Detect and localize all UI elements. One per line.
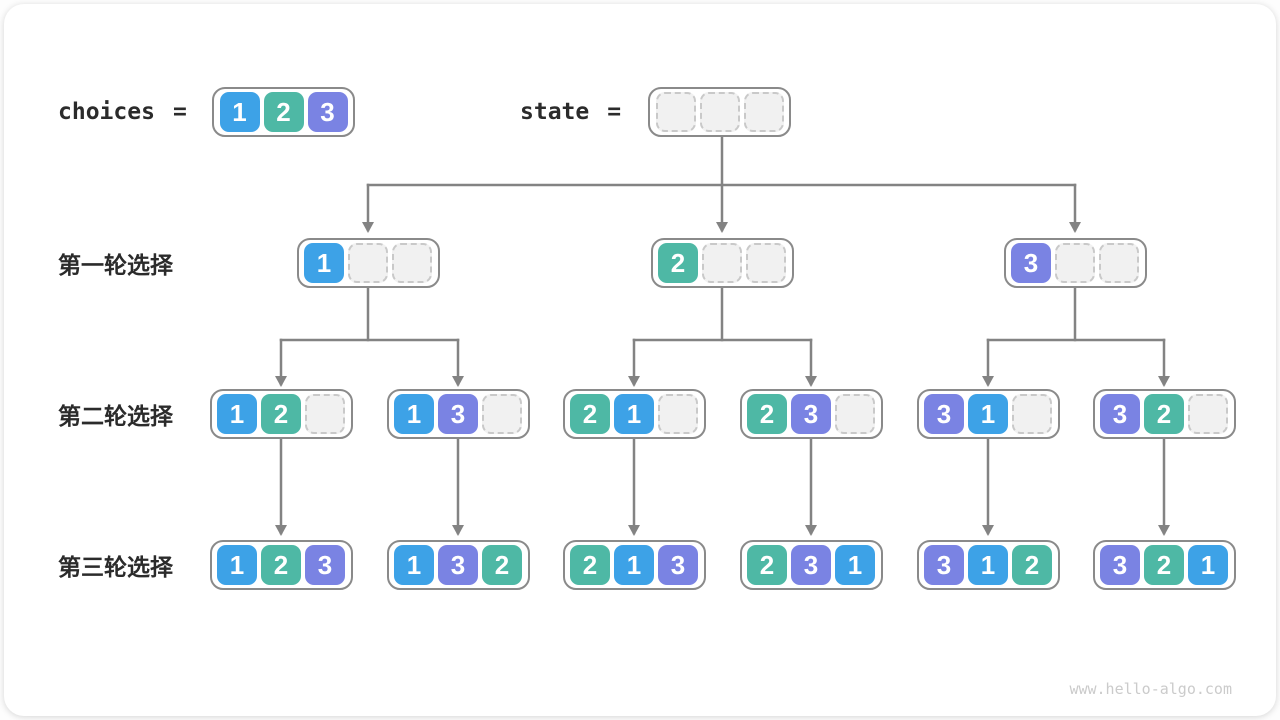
choice-cell: 2	[1012, 545, 1052, 585]
empty-cell	[835, 394, 875, 434]
choice-cell: 2	[747, 394, 787, 434]
choice-cell: 1	[394, 394, 434, 434]
choice-cell: 3	[305, 545, 345, 585]
round-1-label: 第一轮选择	[58, 252, 173, 278]
empty-cell	[699, 92, 740, 132]
choice-cell: 2	[1144, 394, 1184, 434]
choice-cell: 3	[438, 394, 478, 434]
state-array-slot	[648, 87, 791, 137]
state-node: 3	[1003, 238, 1147, 288]
empty-cell	[702, 243, 742, 283]
empty-cell	[1012, 394, 1052, 434]
empty-cell	[655, 92, 696, 132]
choice-cell: 1	[968, 545, 1008, 585]
choice-cell: 1	[835, 545, 875, 585]
empty-cell	[482, 394, 522, 434]
empty-cell	[305, 394, 345, 434]
choice-cell: 2	[261, 545, 301, 585]
choice-cell: 1	[614, 394, 654, 434]
watermark: www.hello-algo.com	[1069, 680, 1232, 698]
state-label: state	[520, 99, 590, 125]
choice-cell: 1	[219, 92, 260, 132]
choice-cell: 1	[614, 545, 654, 585]
choice-cell: 1	[304, 243, 344, 283]
choice-cell: 3	[307, 92, 348, 132]
choice-cell: 2	[570, 394, 610, 434]
choice-cell: 3	[1011, 243, 1051, 283]
choice-cell: 3	[438, 545, 478, 585]
choice-cell: 3	[924, 545, 964, 585]
choice-cell: 3	[791, 545, 831, 585]
choice-cell: 3	[924, 394, 964, 434]
state-array	[648, 87, 791, 137]
choice-cell: 2	[261, 394, 301, 434]
empty-cell	[1099, 243, 1139, 283]
empty-cell	[746, 243, 786, 283]
choice-cell: 3	[1100, 545, 1140, 585]
choice-cell: 2	[1144, 545, 1184, 585]
choice-cell: 2	[658, 243, 698, 283]
empty-cell	[743, 92, 784, 132]
empty-cell	[348, 243, 388, 283]
choice-cell: 1	[217, 394, 257, 434]
choice-cell: 1	[1188, 545, 1228, 585]
choice-cell: 3	[658, 545, 698, 585]
choice-cell: 3	[791, 394, 831, 434]
choice-cell: 1	[968, 394, 1008, 434]
empty-cell	[1055, 243, 1095, 283]
equals-sign: =	[607, 99, 622, 125]
state-legend: state =	[520, 87, 621, 137]
empty-cell	[1188, 394, 1228, 434]
round-3-label: 第三轮选择	[58, 554, 173, 580]
round-2-label: 第二轮选择	[58, 403, 173, 429]
choices-label: choices	[58, 99, 155, 125]
choice-cell: 2	[747, 545, 787, 585]
choices-legend: choices =	[58, 87, 187, 137]
choice-cell: 1	[394, 545, 434, 585]
choice-cell: 2	[263, 92, 304, 132]
empty-cell	[392, 243, 432, 283]
state-node: 1	[296, 238, 440, 288]
empty-cell	[658, 394, 698, 434]
state-node: 2	[650, 238, 794, 288]
equals-sign: =	[172, 99, 187, 125]
choice-cell: 1	[217, 545, 257, 585]
choice-cell: 3	[1100, 394, 1140, 434]
choice-cell: 2	[570, 545, 610, 585]
choice-cell: 2	[482, 545, 522, 585]
